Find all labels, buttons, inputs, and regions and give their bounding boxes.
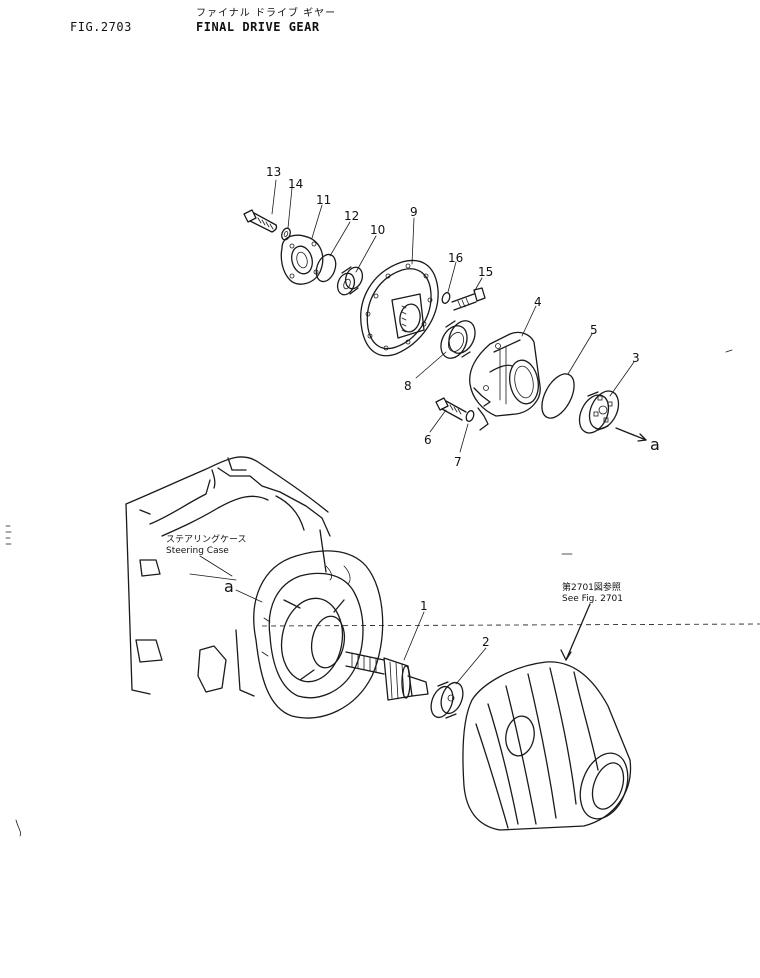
see-fig-label-jp: 第2701図参照: [562, 581, 621, 593]
part-9-cage: [360, 259, 439, 357]
callout-10: 10: [370, 223, 385, 237]
figure-number: FIG.2703: [70, 20, 132, 34]
callout-3: 3: [632, 351, 640, 365]
page-title: FINAL DRIVE GEAR: [196, 20, 320, 34]
callout-11: 11: [316, 193, 331, 207]
callout-2: 2: [482, 635, 490, 649]
final-drive-housing: [462, 661, 632, 831]
steering-case-leader: [199, 555, 233, 577]
callout-14: 14: [288, 177, 303, 191]
reference-mark-a-left: a: [224, 577, 234, 596]
steering-case: [125, 456, 331, 697]
title-japanese: ファイナル ドライブ ギヤー: [196, 8, 337, 19]
arrow-a-lower-line: [235, 589, 263, 603]
part-6-bolt: [435, 397, 467, 421]
part-3-coupling: [578, 390, 620, 434]
callout-9: 9: [410, 205, 418, 219]
leader-lines-upper: [271, 179, 635, 453]
margin-mark: [5, 525, 12, 545]
callout-12: 12: [344, 209, 359, 223]
reference-arrow-a: [615, 427, 647, 442]
final-drive-flange: [253, 550, 384, 719]
callout-5: 5: [590, 323, 598, 337]
callout-4: 4: [534, 295, 542, 309]
see-fig-leader-arrow: [565, 603, 591, 661]
see-fig-label: See Fig. 2701: [562, 594, 623, 604]
stray-mark: [15, 349, 733, 837]
callout-8: 8: [404, 379, 412, 393]
part-13-bolt: [243, 209, 278, 233]
part-7-washer: [465, 410, 475, 422]
callout-1: 1: [420, 599, 428, 613]
part-5-o-ring: [541, 373, 575, 419]
reference-mark-a-right: a: [650, 435, 660, 454]
callout-15: 15: [478, 265, 493, 279]
leader-part-1: [403, 611, 425, 661]
steering-case-label: Steering Case: [166, 546, 229, 556]
callout-6: 6: [424, 433, 432, 447]
steering-case-label-jp: ステアリングケース: [166, 533, 247, 545]
see-fig-arrowhead: [560, 649, 572, 661]
callout-13: 13: [266, 165, 281, 179]
center-line: [261, 623, 760, 627]
part-15-bolt: [451, 287, 486, 311]
part-16-washer: [441, 292, 451, 304]
part-4-housing: [469, 331, 541, 431]
callout-7: 7: [454, 455, 462, 469]
part-1-pinion-shaft: [345, 651, 429, 701]
callout-16: 16: [448, 251, 463, 265]
part-2-coupling: [430, 681, 464, 719]
leader-part-2: [455, 647, 487, 685]
part-12-o-ring: [315, 253, 337, 283]
part-10-bearing: [336, 266, 364, 296]
part-8-bearing: [440, 320, 476, 359]
